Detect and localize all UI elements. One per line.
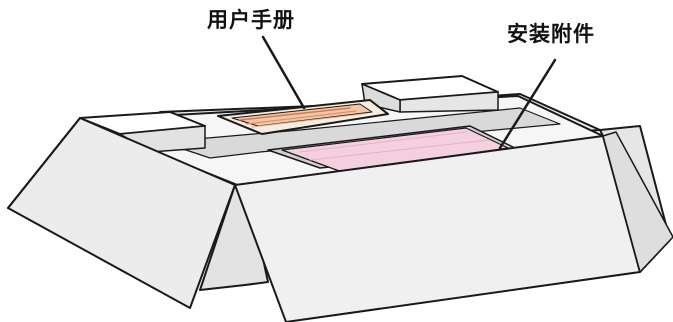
installation-accessories-label: 安装附件	[507, 22, 595, 46]
accessory-leader	[498, 58, 557, 150]
user-manual-leader	[261, 35, 306, 110]
user-manual-graphic	[217, 99, 389, 135]
box-right-flap-edge	[602, 131, 673, 273]
user-manual-label: 用户手册	[207, 8, 295, 32]
box-recess	[161, 107, 561, 159]
